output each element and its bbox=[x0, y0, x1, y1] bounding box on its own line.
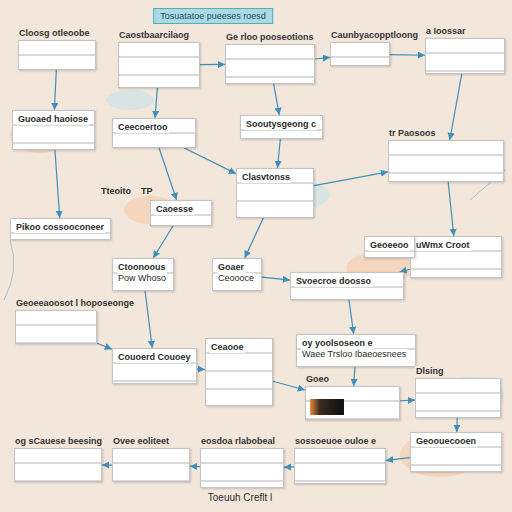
process-box: Ge rloo pooseotions bbox=[225, 44, 315, 84]
node-heading: Caunbyacopptloong bbox=[330, 30, 419, 41]
flow-arrow bbox=[448, 182, 454, 236]
process-box: Ovee eoliteet bbox=[112, 448, 190, 482]
process-box: Ceaooe bbox=[205, 338, 273, 406]
process-box: Caunbyacopptloong bbox=[330, 42, 390, 66]
diagram-caption: Toeuuh Creflt l bbox=[206, 492, 274, 503]
node-heading: Pikoo cossooconeer bbox=[15, 222, 105, 233]
process-box: Sooutysgeong c bbox=[240, 115, 323, 139]
flow-arrow bbox=[274, 84, 280, 115]
flow-arrow bbox=[54, 70, 56, 110]
flow-arrow bbox=[184, 148, 236, 174]
process-box: Guoaed haoiose bbox=[12, 110, 95, 150]
node-heading: Goeo bbox=[305, 374, 330, 385]
flow-arrow bbox=[153, 226, 173, 258]
flow-arrow bbox=[277, 139, 280, 168]
flow-arrow bbox=[190, 466, 200, 468]
flow-arrow bbox=[197, 368, 205, 370]
flow-arrow bbox=[314, 172, 388, 186]
node-heading: Cloosg otleoobe bbox=[18, 28, 91, 39]
flow-arrow bbox=[273, 381, 305, 390]
node-heading: Sooutysgeong c bbox=[245, 119, 317, 130]
process-box: uWmx Croot bbox=[410, 236, 502, 278]
flow-arrow bbox=[450, 74, 462, 140]
diagram-title: Tosuatatoe pueeses roesd bbox=[153, 8, 273, 24]
flow-arrow bbox=[97, 343, 112, 349]
process-box: Goeo bbox=[305, 386, 400, 420]
process-box: Ceecoertoo bbox=[112, 118, 196, 148]
node-heading: Ovee eoliteet bbox=[112, 436, 170, 447]
flow-arrow bbox=[245, 218, 264, 258]
process-box: a Ioossar bbox=[425, 38, 505, 74]
process-box: Geoeeoo bbox=[364, 236, 415, 258]
node-heading: sossoeuoe ouloe e bbox=[294, 436, 377, 447]
node-text: Waee Trsloo Ibaeoesnees bbox=[301, 349, 407, 360]
node-heading: uWmx Croot bbox=[415, 240, 471, 251]
process-box: sossoeuoe ouloe e bbox=[294, 448, 386, 484]
paint-blob bbox=[106, 90, 154, 110]
process-box: CtoonoousPow Whoso bbox=[112, 258, 174, 291]
flow-arrow bbox=[145, 291, 152, 348]
flow-arrow bbox=[155, 88, 157, 118]
node-heading: Couoerd Couoey bbox=[117, 352, 192, 363]
node-heading: tr Paosoos bbox=[388, 128, 437, 139]
flow-arrow bbox=[354, 367, 355, 386]
process-box: GoaerCeoooce bbox=[212, 258, 262, 291]
node-text: Ceoooce bbox=[217, 273, 255, 284]
process-box: tr Paosoos bbox=[388, 140, 504, 182]
node-text: Pow Whoso bbox=[117, 273, 167, 284]
flow-arrow bbox=[200, 64, 225, 65]
flow-arrow bbox=[102, 464, 112, 465]
process-box: Caostbaarcilaog bbox=[118, 42, 200, 88]
node-heading: Goaer bbox=[217, 262, 245, 273]
process-box: Clasvtonss bbox=[236, 168, 314, 218]
node-heading: Guoaed haoiose bbox=[17, 114, 89, 125]
node-heading: Ge rloo pooseotions bbox=[225, 32, 315, 43]
node-heading: Clasvtonss bbox=[241, 172, 291, 183]
flow-arrow bbox=[386, 458, 410, 461]
node-heading: Ceecoertoo bbox=[117, 122, 169, 133]
flow-arrow bbox=[262, 277, 290, 280]
node-heading: og sCauese beesing bbox=[14, 436, 103, 447]
annotation-label: Tteoito bbox=[100, 186, 132, 196]
process-box: Caoesse bbox=[150, 200, 212, 226]
flow-arrow bbox=[55, 150, 60, 218]
node-heading: Dlsing bbox=[415, 366, 445, 377]
process-box: Cloosg otleoobe bbox=[18, 40, 96, 70]
process-box: oy yoolsoseon eWaee Trsloo Ibaeoesnees bbox=[296, 334, 416, 367]
process-box: Dlsing bbox=[415, 378, 501, 418]
process-box: Geoouecooen bbox=[410, 432, 502, 472]
node-heading: eosdoa rlabobeal bbox=[200, 436, 276, 447]
flow-arrow bbox=[159, 148, 177, 200]
node-heading: Ceaooe bbox=[210, 342, 245, 353]
flow-arrow bbox=[315, 57, 330, 59]
node-heading: Geoouecooen bbox=[415, 436, 477, 447]
node-heading: Ctoonoous bbox=[117, 262, 167, 273]
process-box: og sCauese beesing bbox=[14, 448, 102, 482]
node-heading: Geoeeaoosot l hoposeonge bbox=[15, 298, 135, 309]
process-box: Couoerd Couoey bbox=[112, 348, 197, 384]
node-heading: Svoecroe doosso bbox=[295, 276, 372, 287]
flow-arrow bbox=[400, 399, 415, 401]
process-box: Geoeeaoosot l hoposeonge bbox=[15, 310, 97, 344]
node-heading: oy yoolsoseon e bbox=[301, 338, 374, 349]
annotation-label: TP bbox=[140, 186, 154, 196]
flow-arrow bbox=[456, 418, 458, 432]
node-heading: Geoeeoo bbox=[369, 240, 410, 251]
stray-line bbox=[4, 240, 14, 300]
flow-arrow bbox=[284, 466, 294, 467]
process-box: eosdoa rlabobeal bbox=[200, 448, 284, 488]
flow-arrow bbox=[390, 54, 425, 56]
flow-arrow bbox=[349, 300, 354, 334]
node-heading: Caostbaarcilaog bbox=[118, 30, 190, 41]
process-box: Svoecroe doosso bbox=[290, 272, 404, 300]
node-heading: a Ioossar bbox=[425, 26, 467, 37]
node-heading: Caoesse bbox=[155, 204, 194, 215]
process-box: Pikoo cossooconeer bbox=[10, 218, 111, 240]
